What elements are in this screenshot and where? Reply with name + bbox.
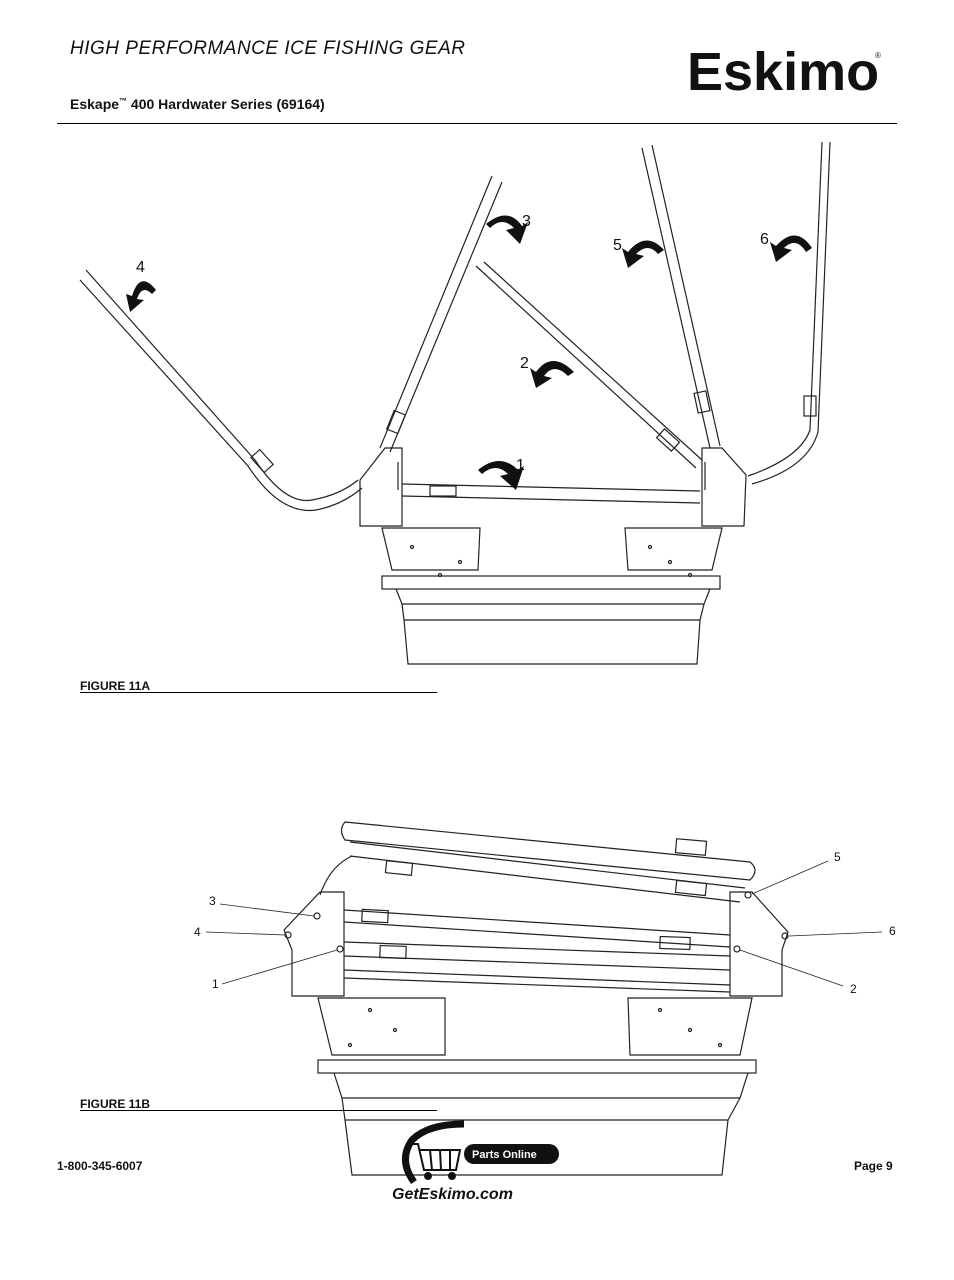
pole-3-a [379, 175, 503, 453]
pole-6-a [747, 141, 831, 485]
arrow-2-a [530, 361, 574, 388]
arrow-6-a [770, 235, 812, 262]
arrow-1-a [478, 461, 524, 490]
leader-lines-b [205, 860, 883, 987]
arrow-4-a [126, 281, 156, 312]
page-number: Page 9 [854, 1159, 893, 1173]
callout-6-b: 6 [889, 924, 896, 938]
callout-3-b: 3 [209, 894, 216, 908]
callout-5-b: 5 [834, 850, 841, 864]
arrow-5-a [622, 240, 664, 268]
header-divider [57, 123, 897, 124]
figure-11a-caption-rule [80, 692, 437, 693]
parts-online-badge[interactable]: Parts Online [394, 1120, 566, 1210]
product-title: Eskape™ 400 Hardwater Series (69164) [70, 96, 325, 112]
eskimo-logo: Eskimo ® [687, 42, 881, 100]
shopping-cart-icon [406, 1143, 462, 1180]
callout-3-a: 3 [522, 213, 531, 230]
footer-phone: 1-800-345-6007 [57, 1159, 143, 1173]
parts-online-label: Parts Online [472, 1149, 537, 1161]
cross-pole-a [401, 483, 701, 504]
brackets-a [381, 527, 723, 578]
callout-2-a: 2 [520, 355, 529, 372]
registered-mark: ® [875, 51, 881, 60]
product-series: 400 Hardwater Series (69164) [127, 96, 325, 112]
pole-5-a [641, 144, 721, 449]
header-tagline: HIGH PERFORMANCE ICE FISHING GEAR [70, 38, 466, 59]
brackets-b [317, 997, 753, 1056]
hubs-b [283, 891, 789, 997]
tub-base-a [381, 575, 721, 665]
tub-base-b [317, 1059, 757, 1176]
callout-5-a: 5 [613, 237, 622, 254]
pole-4-a [79, 269, 363, 512]
callout-4-b: 4 [194, 925, 201, 939]
stacked-poles-b [319, 821, 756, 993]
callout-1-a: 1 [516, 457, 525, 474]
motion-arrows-a [126, 215, 812, 490]
product-name: Eskape [70, 96, 120, 112]
callout-6-a: 6 [760, 231, 769, 248]
arrow-3-a [486, 215, 528, 244]
swoosh-graphic [402, 1120, 465, 1185]
figure-11b-caption-rule [80, 1110, 437, 1111]
figure-11b-caption: FIGURE 11B [80, 1097, 151, 1111]
pivot-points-b [284, 891, 789, 953]
figure-11b-drawing: 1 2 3 4 5 6 [194, 821, 896, 1176]
callout-4-a: 4 [136, 259, 145, 276]
callout-1-b: 1 [212, 977, 219, 991]
pole-2-a [475, 261, 703, 469]
website-link[interactable]: GetEskimo.com [392, 1186, 513, 1203]
logo-wordmark: Eskimo [687, 42, 879, 100]
figure-11a-drawing: 1 2 3 4 5 6 [79, 141, 831, 665]
callout-2-b: 2 [850, 982, 857, 996]
trademark-mark: ™ [119, 96, 128, 106]
hubs-a [359, 447, 747, 527]
figure-11a-caption: FIGURE 11A [80, 679, 151, 693]
